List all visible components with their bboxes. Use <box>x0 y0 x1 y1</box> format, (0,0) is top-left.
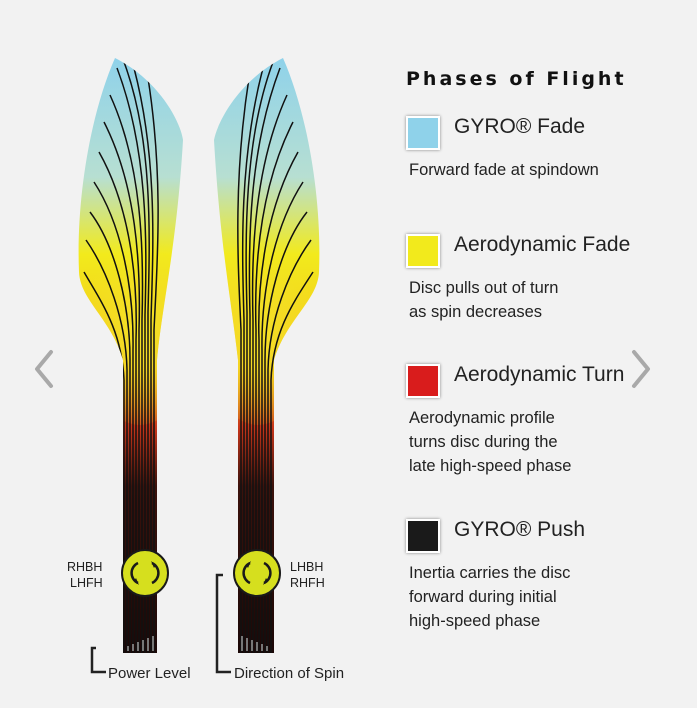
power-level-bracket <box>90 646 106 674</box>
legend-label: Aerodynamic Turn <box>454 363 625 386</box>
legend-description: Aerodynamic profile turns disc during th… <box>409 409 572 475</box>
aerodynamic-fade-swatch <box>406 234 440 268</box>
prev-slide-button[interactable] <box>27 346 61 392</box>
legend-description: Disc pulls out of turn as spin decreases <box>409 279 559 321</box>
right-spin-icon <box>233 549 281 597</box>
power-bars-icon <box>127 636 154 651</box>
legend-description: Forward fade at spindown <box>409 161 599 179</box>
legend-title: Phases of Flight <box>406 68 627 90</box>
gyro-fade-swatch <box>406 116 440 150</box>
left-flight-lines <box>83 61 159 653</box>
chevron-right-icon <box>632 350 650 388</box>
spin-bars-icon <box>241 636 268 651</box>
gyro-push-swatch <box>406 519 440 553</box>
legend-label: Aerodynamic Fade <box>454 233 631 256</box>
legend-label: GYRO® Fade <box>454 115 586 138</box>
aerodynamic-turn-swatch <box>406 364 440 398</box>
spin-direction-label: Direction of Spin <box>234 665 344 682</box>
left-throw-label-1: RHBH <box>67 560 102 574</box>
spin-direction-bracket <box>215 573 231 674</box>
legend-description: Inertia carries the disc forward during … <box>409 564 571 630</box>
left-throw-label-2: LHFH <box>70 576 103 590</box>
right-throw-label-2: RHFH <box>290 576 325 590</box>
left-spin-icon <box>121 549 169 597</box>
chevron-left-icon <box>35 350 53 388</box>
right-flight-lines <box>237 61 314 653</box>
right-throw-label-1: LHBH <box>290 560 323 574</box>
legend-label: GYRO® Push <box>454 518 586 541</box>
left-flight-path <box>78 58 183 653</box>
power-level-label: Power Level <box>108 665 191 682</box>
next-slide-button[interactable] <box>624 346 658 392</box>
